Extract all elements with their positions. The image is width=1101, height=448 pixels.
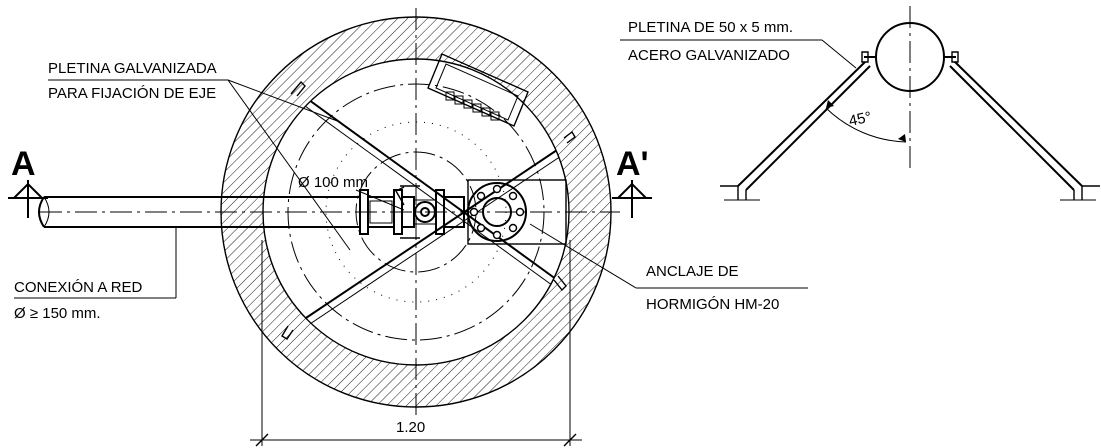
label-pletina-50: PLETINA DE 50 x 5 mm. ACERO GALVANIZADO [620, 19, 857, 69]
valve-assembly [359, 185, 465, 239]
label-anclaje: ANCLAJE DE HORMIGÓN HM-20 [529, 223, 808, 313]
clamp-detail: 45° [720, 6, 1100, 201]
dimension-1-20: 1.20 [250, 240, 582, 447]
label-text: Ø 100 mm [298, 174, 368, 191]
dimension-text: 1.20 [396, 419, 425, 436]
label-text: PLETINA GALVANIZADA [48, 60, 217, 77]
network-pipe [38, 196, 360, 228]
label-pletina-galvanizada: PLETINA GALVANIZADA PARA FIJACIÓN DE EJE [48, 60, 351, 251]
label-text: ACERO GALVANIZADO [628, 47, 790, 64]
label-conexion-red: CONEXIÓN A RED Ø ≥ 150 mm. [14, 227, 177, 322]
section-label-a: A [11, 145, 36, 183]
section-label-a-prime: A' [616, 145, 649, 183]
section-marker-right: A' [612, 145, 652, 218]
label-text: ANCLAJE DE [646, 263, 739, 280]
label-text: PARA FIJACIÓN DE EJE [48, 85, 216, 102]
label-diameter-100: Ø 100 mm [298, 174, 405, 211]
plate-end-hooks [281, 80, 576, 340]
label-text: PLETINA DE 50 x 5 mm. [628, 19, 793, 36]
ladder-step [427, 53, 529, 127]
bracing-plates [287, 91, 569, 337]
concrete-anchor [467, 179, 567, 245]
label-text: Ø ≥ 150 mm. [14, 305, 101, 322]
angle-text: 45° [847, 109, 873, 130]
label-text: HORMIGÓN HM-20 [646, 296, 779, 313]
label-text: CONEXIÓN A RED [14, 279, 143, 296]
section-marker-left: A [8, 145, 48, 218]
